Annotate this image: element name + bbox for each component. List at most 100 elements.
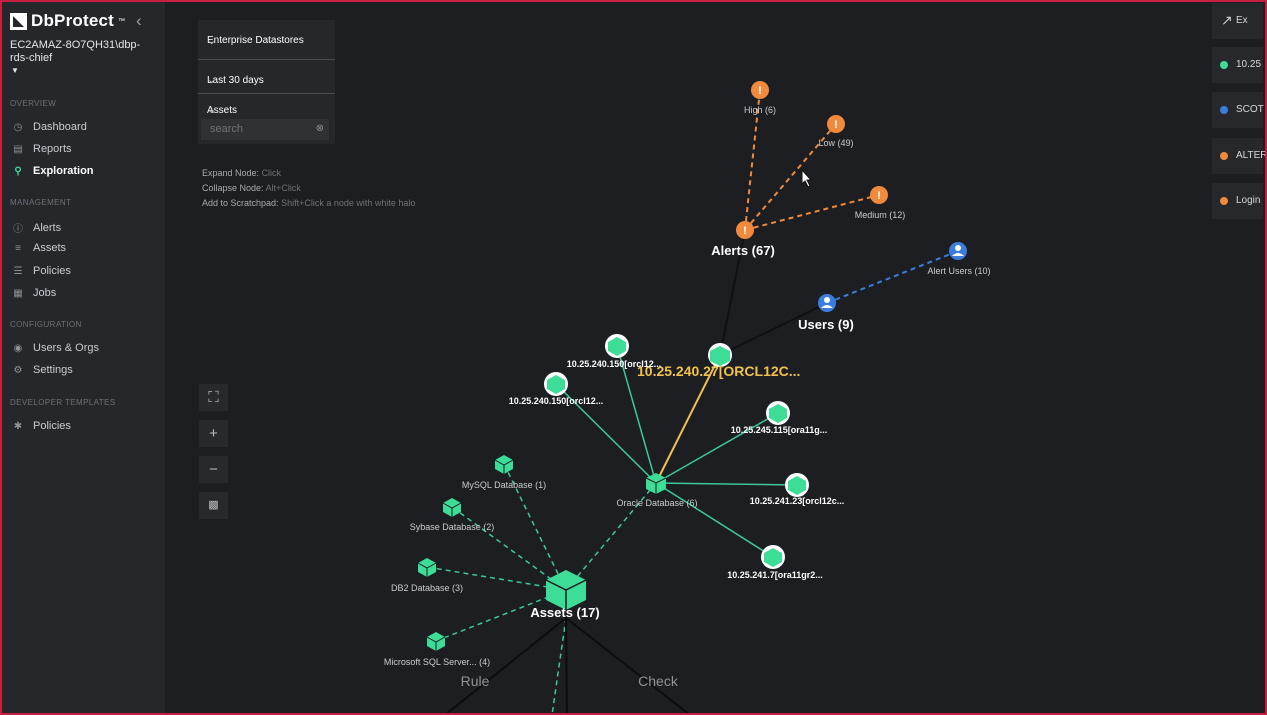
- edge-oracle-c4: [655, 482, 798, 486]
- server-caret-icon[interactable]: ▼: [11, 66, 19, 75]
- nav-settings[interactable]: ⚙Settings: [12, 364, 73, 376]
- edge-users-alertusers: [826, 250, 959, 304]
- help-hint: Alt+Click: [265, 183, 301, 193]
- label-oracle-child-1: 10.25.240.150[orcl12...: [567, 359, 662, 369]
- fit-screen-button[interactable]: ⛶: [199, 384, 228, 411]
- alert-icon: ⓘ: [13, 224, 23, 235]
- section-overview: OVERVIEW: [10, 99, 57, 108]
- node-high[interactable]: !: [751, 81, 769, 99]
- nav-dashboard[interactable]: ◷Dashboard: [12, 121, 87, 133]
- server-name[interactable]: EC2AMAZ-8O7QH31\dbp-rds-chief: [10, 39, 141, 64]
- section-management: MANAGEMENT: [10, 198, 72, 207]
- export-tab[interactable]: ↗Ex: [1212, 3, 1263, 39]
- label-oracle: Oracle Database (6): [616, 498, 697, 508]
- node-medium[interactable]: !: [870, 186, 888, 204]
- nav-dev-policies[interactable]: ✱Policies: [12, 420, 71, 432]
- node-oracle-child-1[interactable]: [605, 334, 629, 358]
- search-icon: ⚲: [14, 165, 22, 177]
- edge-assets-center: [565, 617, 568, 715]
- section-configuration: CONFIGURATION: [10, 320, 82, 329]
- right-item-ip[interactable]: 10.25: [1212, 47, 1263, 83]
- help-label: Add to Scratchpad:: [202, 198, 279, 208]
- nav-alerts[interactable]: ⓘ Alerts: [12, 220, 62, 236]
- nav-jobs[interactable]: ▦Jobs: [12, 287, 56, 299]
- edge-oracle-c1: [616, 345, 657, 484]
- edge-assets-db2: [426, 566, 567, 591]
- chart-button[interactable]: ▩: [199, 492, 228, 519]
- minus-icon: −: [209, 461, 218, 478]
- nav-assets[interactable]: ≡ Assets: [12, 242, 66, 254]
- clear-search-icon[interactable]: ⊗: [315, 123, 324, 134]
- alert-dot-icon: [1220, 197, 1228, 205]
- node-users[interactable]: [818, 294, 836, 312]
- type-select[interactable]: Assets⌄: [198, 97, 335, 123]
- label-oracle-child-2: 10.25.240.150[orcl12...: [509, 396, 604, 406]
- sidebar: DbProtect ™ ‹ EC2AMAZ-8O7QH31\dbp-rds-ch…: [2, 2, 165, 713]
- search-input[interactable]: [208, 122, 312, 136]
- label-assets: Assets (17): [530, 605, 599, 620]
- brand-logo[interactable]: DbProtect ™: [10, 11, 125, 31]
- edge-assets-mysql: [503, 463, 567, 591]
- node-db2[interactable]: [417, 558, 437, 577]
- gear-icon: ⚙: [13, 364, 23, 376]
- datastore-value: Enterprise Datastores: [207, 35, 304, 46]
- nav-reports[interactable]: ▤Reports: [12, 143, 72, 155]
- nav-exploration[interactable]: ⚲Exploration: [12, 165, 93, 177]
- node-oracle-child-2[interactable]: [544, 372, 568, 396]
- zoom-out-button[interactable]: −: [199, 456, 228, 483]
- nav-label: Jobs: [33, 287, 57, 299]
- datastore-select[interactable]: Enterprise Datastores⌄: [198, 28, 335, 60]
- node-oracle-child-5[interactable]: [761, 545, 785, 569]
- edge-selected-alerts: [719, 229, 746, 356]
- period-select[interactable]: Last 30 days⌄: [198, 67, 335, 94]
- node-mssql[interactable]: [426, 632, 446, 651]
- asset-dot-icon: [1220, 61, 1228, 69]
- edge-assets-sybase: [451, 506, 567, 591]
- node-assets[interactable]: [545, 570, 587, 610]
- chevron-down-icon: ⌄: [207, 74, 217, 86]
- collapse-sidebar-icon[interactable]: ‹: [136, 11, 142, 30]
- right-item-alter[interactable]: ALTER: [1212, 138, 1267, 174]
- zoom-in-button[interactable]: +: [199, 420, 228, 447]
- label-medium: Medium (12): [855, 210, 906, 220]
- label-mssql: Microsoft SQL Server... (4): [384, 657, 490, 667]
- node-oracle-child-3[interactable]: [766, 401, 790, 425]
- brand-tm: ™: [118, 17, 126, 25]
- right-item-login[interactable]: Login: [1212, 183, 1263, 219]
- node-oracle[interactable]: [645, 473, 667, 494]
- nav-users-orgs[interactable]: ◉Users & Orgs: [12, 342, 99, 354]
- label-sybase: Sybase Database (2): [410, 522, 495, 532]
- right-item-label: Login: [1236, 195, 1261, 206]
- label-selected: 10.25.240.27[ORCL12C...: [637, 363, 800, 379]
- node-oracle-child-4[interactable]: [785, 473, 809, 497]
- nav-label: Dashboard: [33, 121, 87, 133]
- export-label: Ex: [1236, 15, 1248, 26]
- database-icon: ≡: [15, 242, 21, 254]
- help-expand: Expand Node: Click: [202, 168, 281, 178]
- chevron-down-icon: ⌄: [207, 104, 217, 116]
- nav-label: Policies: [33, 420, 71, 432]
- nav-policies[interactable]: ☰Policies: [12, 265, 71, 277]
- node-alerts[interactable]: !: [736, 221, 754, 239]
- right-item-scot[interactable]: SCOT: [1212, 92, 1264, 128]
- node-alert-users[interactable]: [949, 242, 967, 260]
- svg-text:!: !: [743, 225, 747, 237]
- nav-label: Alerts: [33, 221, 62, 234]
- node-low[interactable]: !: [827, 115, 845, 133]
- section-developer: DEVELOPER TEMPLATES: [10, 398, 116, 407]
- edge-assets-down: [551, 617, 567, 715]
- svg-text:!: !: [758, 85, 762, 97]
- svg-text:!: !: [834, 119, 838, 131]
- search-box: ⊗: [201, 119, 329, 140]
- right-item-label: ALTER: [1236, 150, 1267, 161]
- label-rule: Rule: [461, 673, 490, 689]
- alert-dot-icon: [1220, 152, 1228, 160]
- nav-label: Assets: [33, 242, 67, 254]
- plus-icon: +: [209, 425, 218, 442]
- node-sybase[interactable]: [442, 498, 462, 517]
- nav-label: Reports: [33, 143, 72, 155]
- node-mysql[interactable]: [494, 455, 514, 474]
- node-selected[interactable]: [708, 343, 732, 367]
- brand-name: DbProtect: [31, 11, 115, 30]
